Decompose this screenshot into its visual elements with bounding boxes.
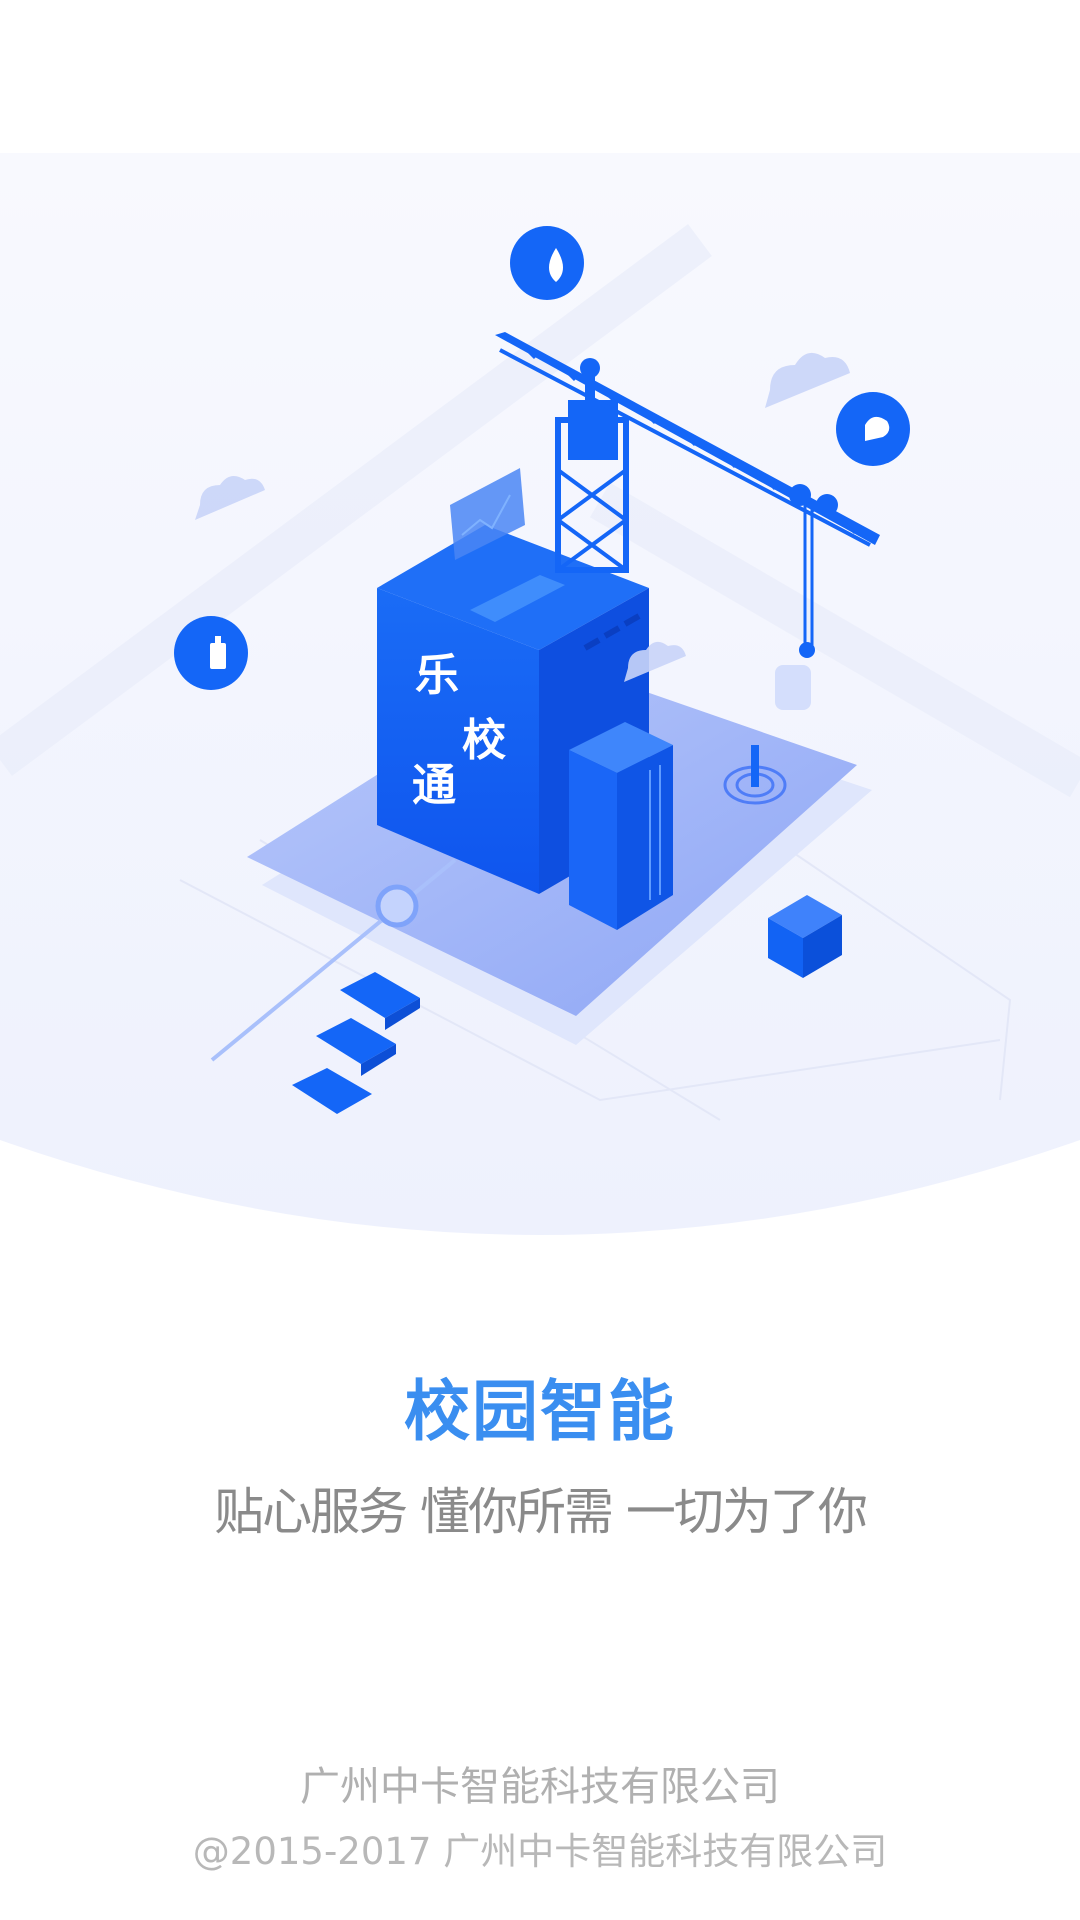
building-label-char-3: 通	[412, 760, 456, 811]
hero-illustration: 乐 校 通	[0, 153, 1080, 1235]
water-drop-icon	[510, 226, 584, 300]
cloud-icon	[195, 352, 850, 682]
bottle-icon	[174, 616, 248, 690]
building-label-char-1: 乐	[415, 650, 459, 701]
small-cube	[768, 895, 842, 978]
chat-bubble-icon	[836, 392, 910, 466]
page-title: 校园智能	[404, 1373, 676, 1450]
tagline: 贴心服务 懂你所需 一切为了你	[214, 1483, 868, 1541]
copyright-text: @2015-2017 广州中卡智能科技有限公司	[192, 1830, 888, 1873]
stepping-tiles	[292, 972, 420, 1114]
connector-line	[210, 858, 457, 1062]
crane	[495, 332, 880, 710]
building-label-char-2: 校	[462, 715, 506, 766]
small-tower	[569, 722, 673, 930]
signal-target	[723, 745, 787, 805]
company-name: 广州中卡智能科技有限公司	[300, 1764, 780, 1810]
